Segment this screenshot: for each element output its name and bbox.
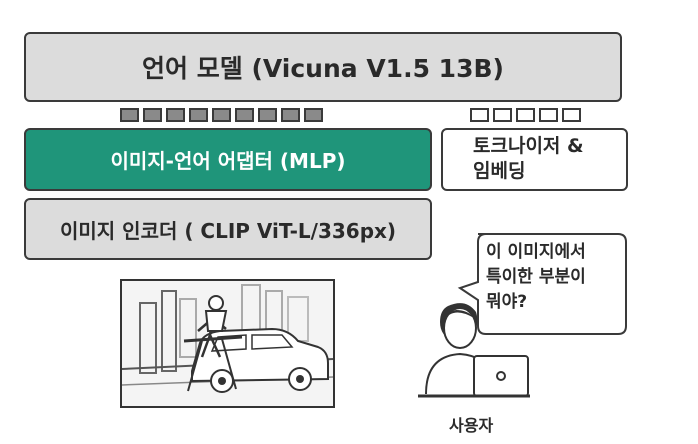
image-token: [143, 108, 162, 122]
text-token: [493, 108, 512, 122]
text-token-row: [470, 108, 581, 122]
image-token: [281, 108, 300, 122]
question-line1: 이 이미지에서: [486, 242, 586, 262]
image-token-row: [120, 108, 323, 122]
user-question: 이 이미지에서 특이한 부분이 뭐야?: [486, 240, 616, 315]
question-line2: 특이한 부분이: [486, 267, 586, 287]
speech-bubble: [457, 233, 627, 335]
image-token: [120, 108, 139, 122]
image-token: [258, 108, 277, 122]
text-token: [562, 108, 581, 122]
image-token: [212, 108, 231, 122]
input-image-sketch: [120, 279, 335, 408]
image-token: [304, 108, 323, 122]
tokenizer-box: 토크나이저 & 임베딩: [441, 128, 628, 191]
street-scene-illustration: [122, 281, 333, 406]
image-encoder-label: 이미지 인코더 ( CLIP ViT-L/336px): [60, 218, 397, 243]
question-line3: 뭐야?: [486, 292, 528, 312]
image-token: [166, 108, 185, 122]
image-token: [189, 108, 208, 122]
adapter-label: 이미지-언어 어댑터 (MLP): [110, 149, 346, 173]
tokenizer-label-line2: 임베딩: [473, 160, 526, 182]
text-token: [539, 108, 558, 122]
language-model-box: 언어 모델 (Vicuna V1.5 13B): [24, 32, 622, 102]
text-token: [516, 108, 535, 122]
image-encoder-box: 이미지 인코더 ( CLIP ViT-L/336px): [24, 198, 432, 260]
text-token: [470, 108, 489, 122]
user-at-laptop-icon: [418, 303, 530, 398]
tokenizer-label-line1: 토크나이저 &: [473, 135, 584, 157]
image-token: [235, 108, 254, 122]
language-model-label: 언어 모델 (Vicuna V1.5 13B): [142, 54, 504, 83]
adapter-box: 이미지-언어 어댑터 (MLP): [24, 128, 432, 191]
user-label: 사용자: [449, 416, 494, 435]
